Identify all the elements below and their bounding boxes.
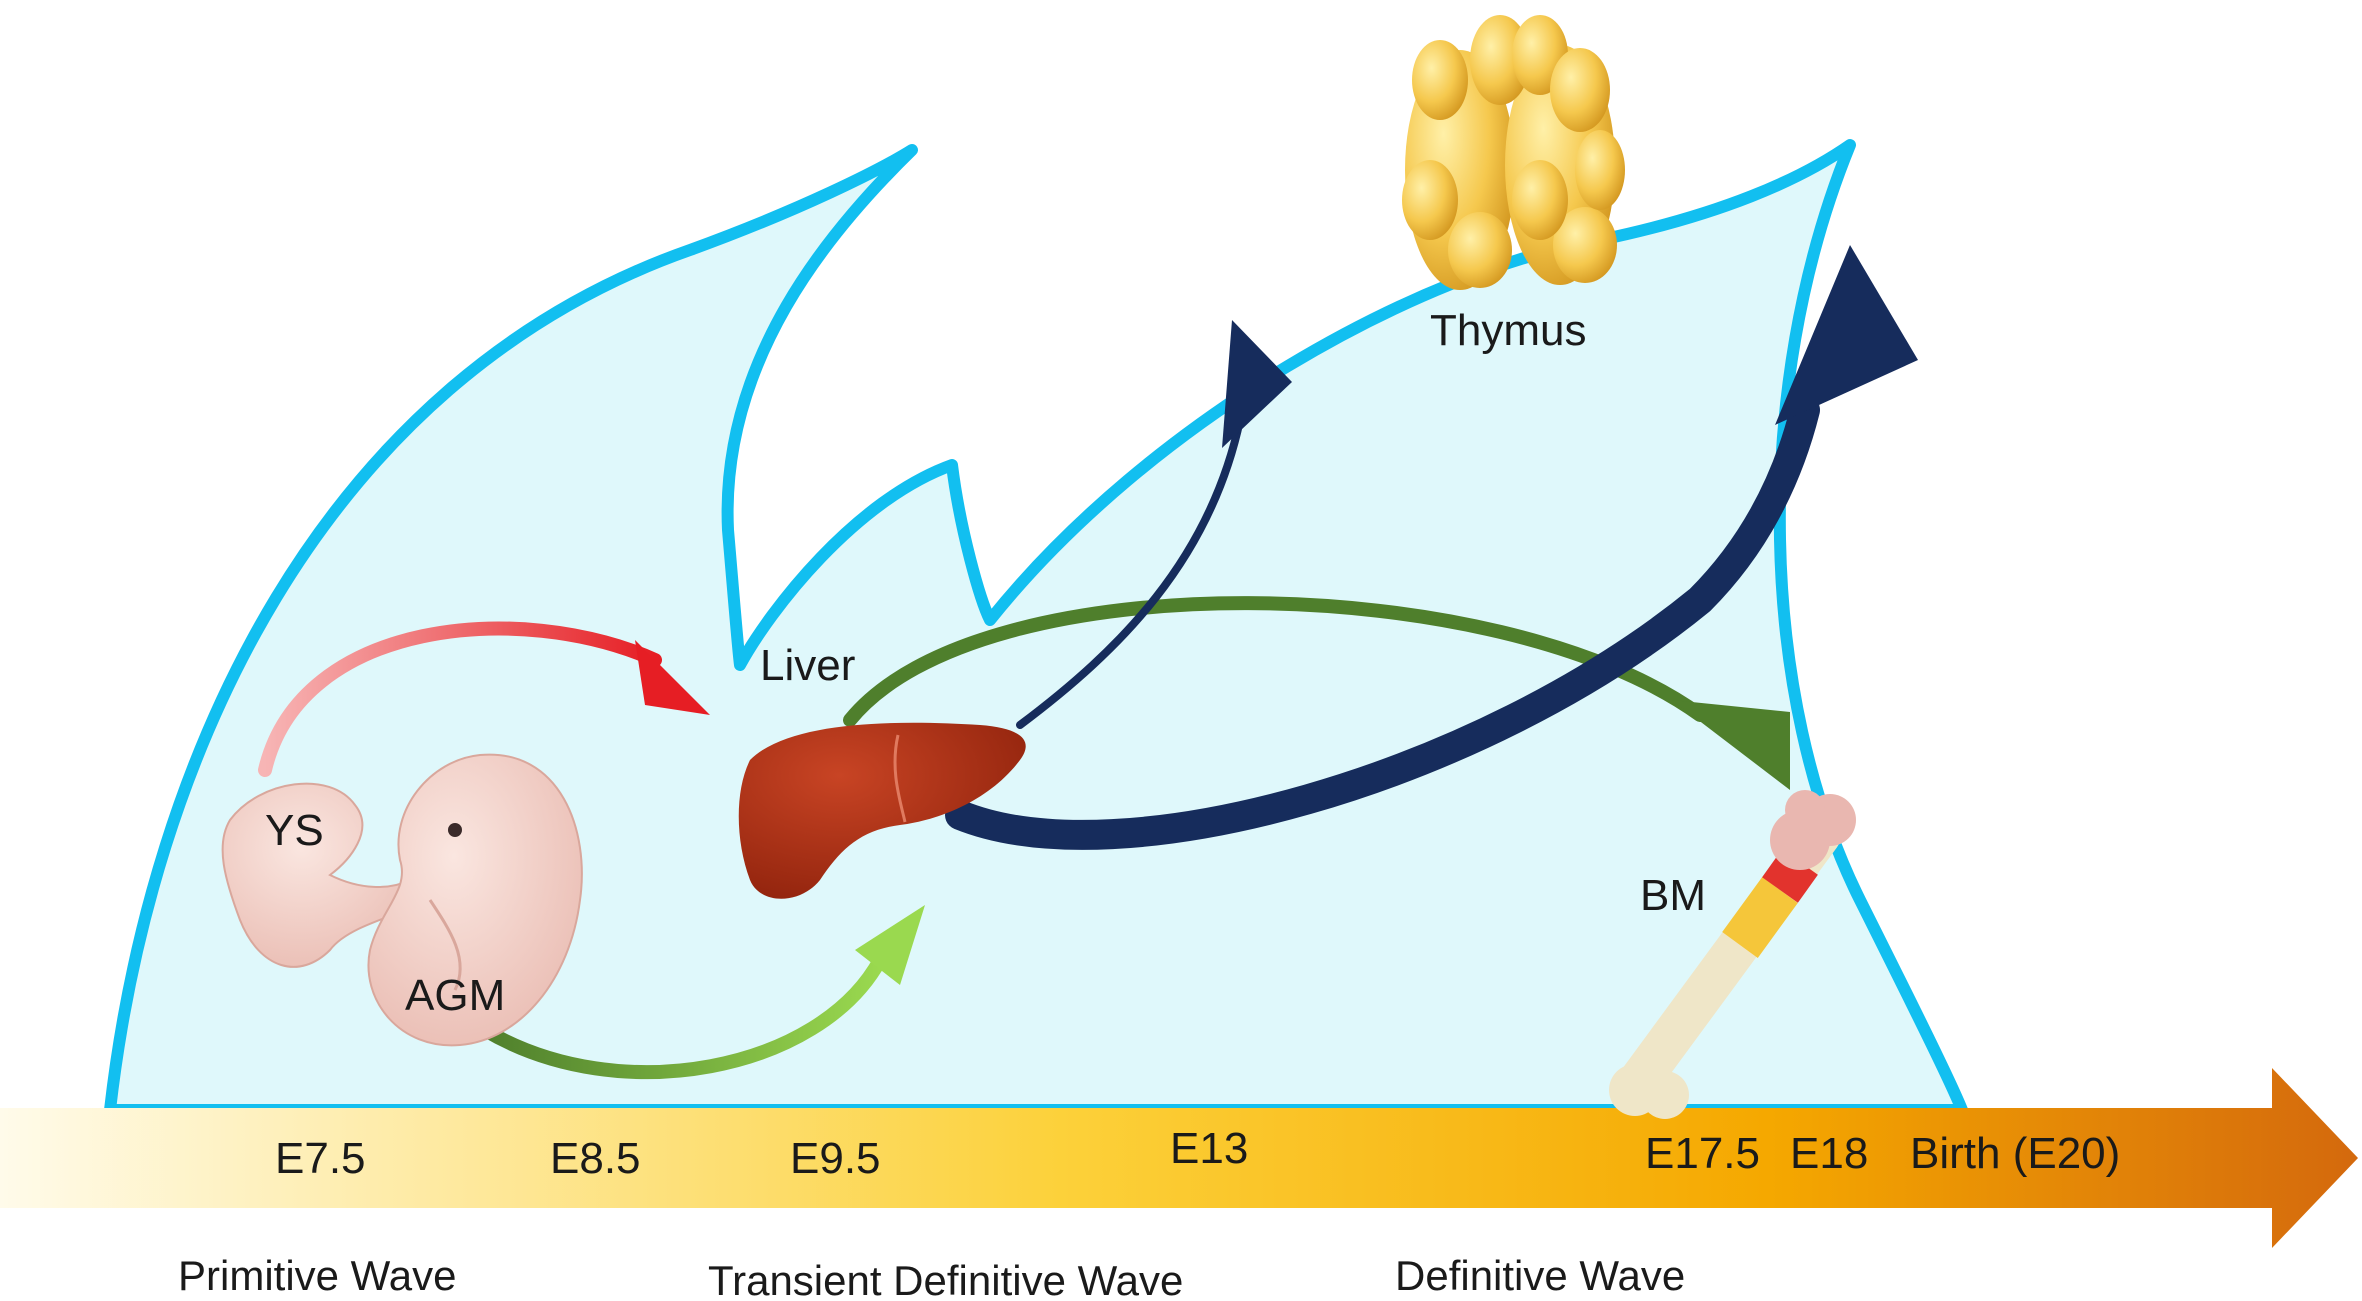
light-green-arrow-agm-to-liver: [478, 905, 925, 1080]
label-ys: YS: [265, 806, 324, 855]
tick-e18: E18: [1790, 1129, 1868, 1178]
navy-arrow-liver-to-right: [945, 245, 1918, 850]
timeline-arrow: [0, 1068, 2358, 1248]
thymus-icon: [1402, 15, 1625, 290]
label-bm: BM: [1640, 871, 1706, 920]
wave-definitive: Definitive Wave: [1395, 1252, 1685, 1299]
label-agm: AGM: [405, 971, 505, 1020]
label-liver: Liver: [760, 641, 855, 690]
red-arrow-ys-to-liver: [258, 621, 710, 777]
tick-e7-5: E7.5: [275, 1134, 366, 1183]
tick-e8-5: E8.5: [550, 1134, 641, 1183]
tick-e17-5: E17.5: [1645, 1129, 1760, 1178]
tick-birth-e20: Birth (E20): [1910, 1129, 2120, 1178]
bone-icon: [1609, 790, 1856, 1119]
embryo-icon: [221, 753, 583, 1047]
navy-arrow-liver-to-thymus: [1016, 320, 1292, 729]
label-thymus: Thymus: [1430, 306, 1586, 355]
tick-e9-5: E9.5: [790, 1134, 881, 1183]
wave-transient-definitive: Transient Definitive Wave: [708, 1257, 1183, 1301]
tick-e13: E13: [1170, 1124, 1248, 1173]
wave-primitive: Primitive Wave: [178, 1252, 456, 1299]
liver-icon: [738, 722, 1026, 899]
